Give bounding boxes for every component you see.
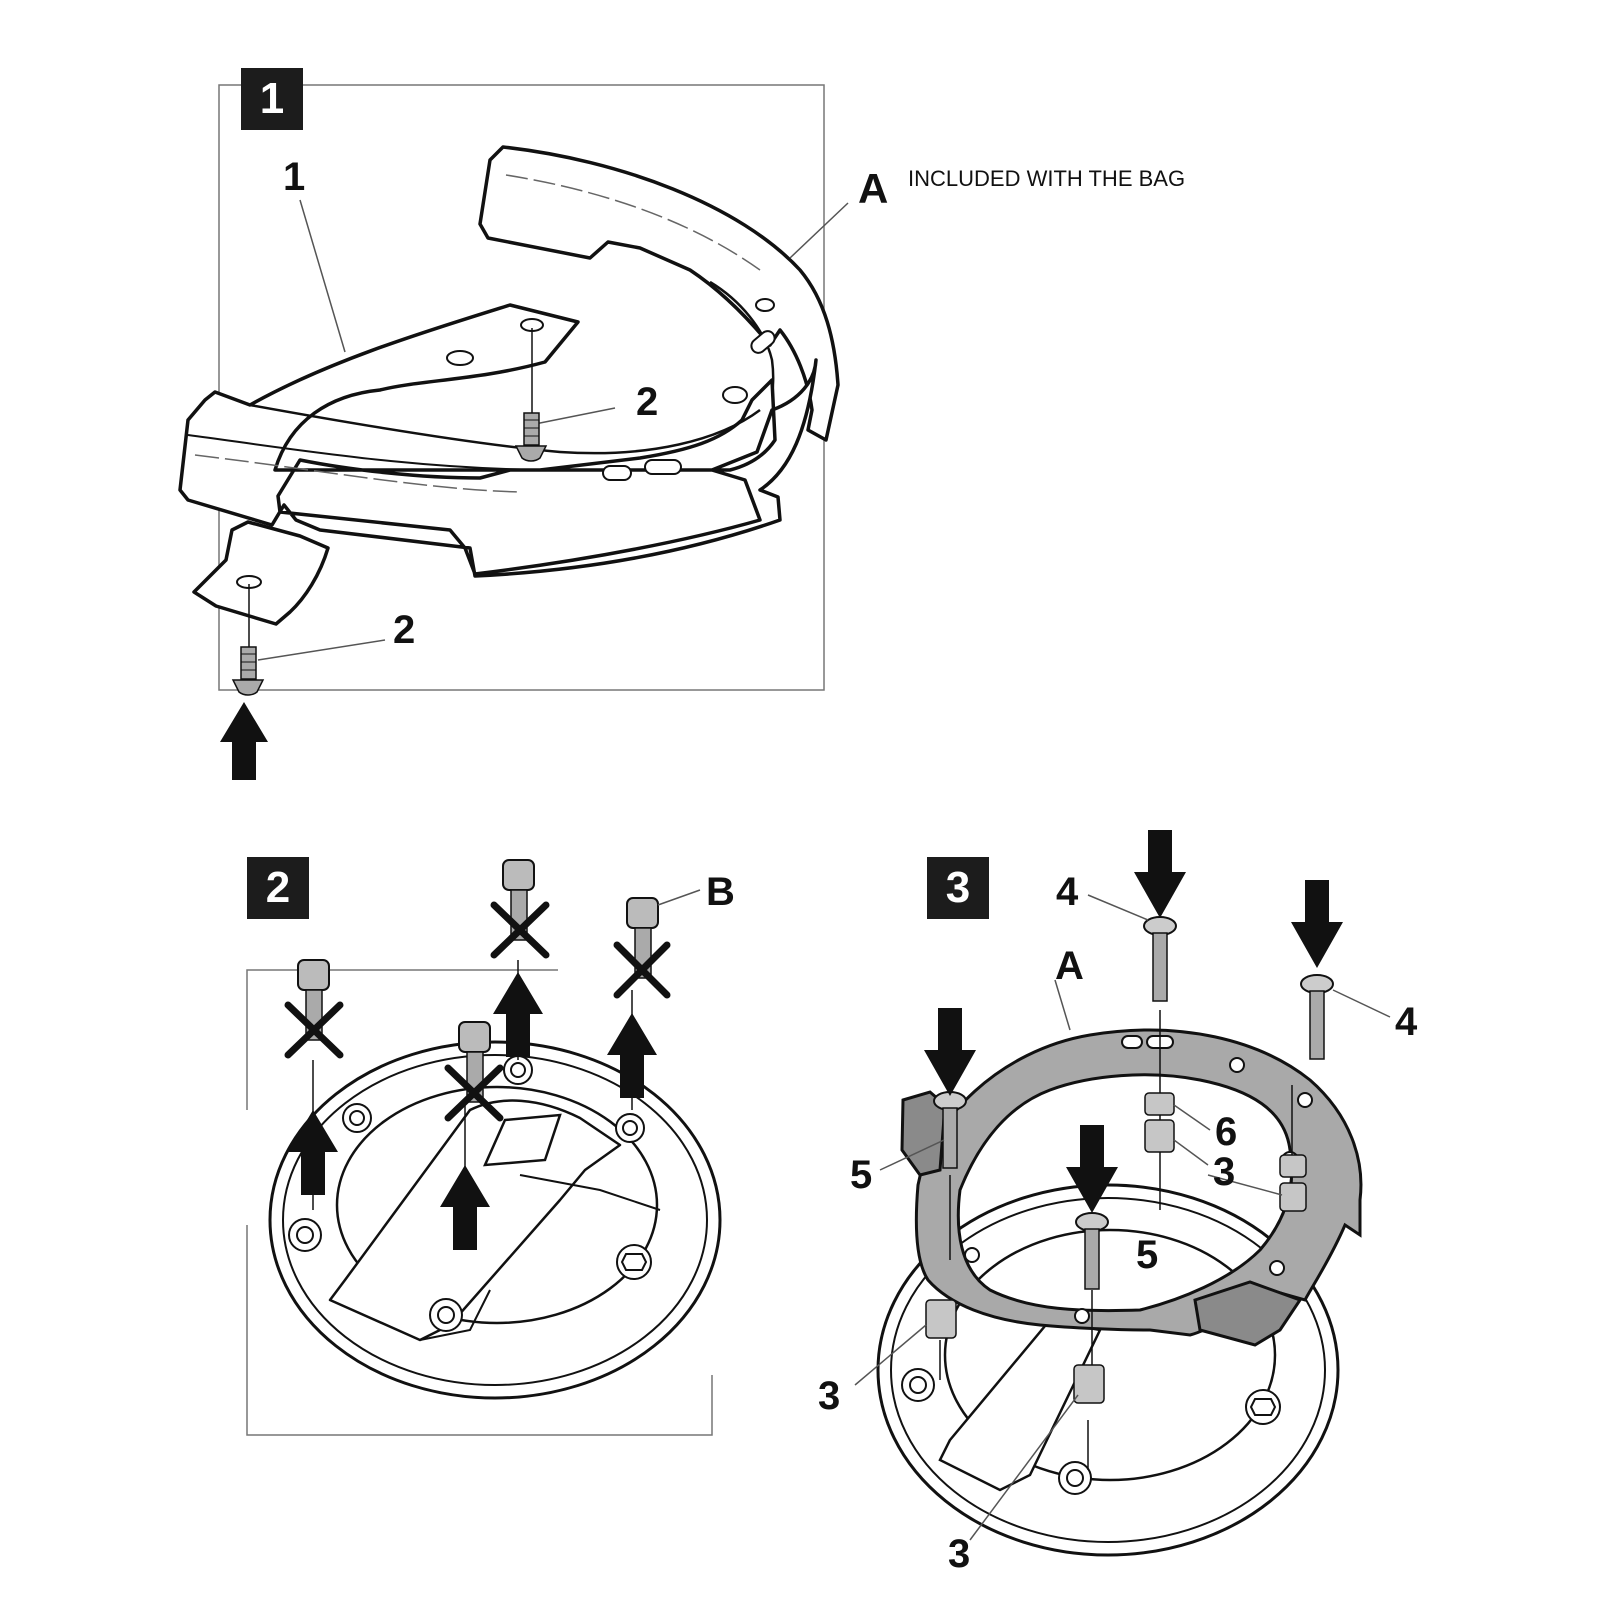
step3-callout-bolt-4-left: 4 — [1056, 870, 1079, 914]
step1-screw-top — [514, 412, 548, 462]
step1-callout-screw-bottom: 2 — [393, 608, 416, 652]
step3-callout-washer-6: 6 — [1215, 1110, 1238, 1154]
step3-callout-spacer-3-bottom: 3 — [948, 1532, 971, 1576]
step3-down-arrows — [924, 830, 1343, 1213]
step2-flange-outer — [268, 1040, 722, 1400]
step1-bracket-a — [178, 303, 818, 578]
step1-bracket-slots — [446, 298, 776, 481]
step2-hex-socket — [620, 1253, 648, 1271]
step1-ring-note: INCLUDED WITH THE BAG — [908, 166, 1186, 191]
step2-cap-tab — [483, 1113, 562, 1167]
step1-back-arm — [478, 145, 840, 442]
step3-screw-5-left — [933, 1091, 967, 1169]
step1-back-arm-groove — [505, 174, 761, 271]
step3-callout-bolt-4-right: 4 — [1395, 1000, 1418, 1044]
step-2-badge: 2 — [247, 857, 309, 919]
step1-callout-ring-a: A — [858, 165, 889, 212]
step3-hex-socket — [1249, 1398, 1277, 1416]
step1-leader-screw-top — [534, 407, 616, 425]
step1-callout-part-1: 1 — [283, 155, 306, 199]
step3-leaders — [854, 894, 1391, 1541]
step3-callout-spacer-3-right: 3 — [1213, 1150, 1236, 1194]
step-1-badge: 1 — [241, 68, 303, 130]
step-3-badge: 3 — [927, 857, 989, 919]
step2-frame — [246, 969, 713, 1436]
step1-front-foot — [192, 520, 330, 626]
step1-up-arrow — [220, 702, 268, 780]
step3-ring-block-right — [1193, 1280, 1303, 1347]
step3-screw-5-center — [1075, 1212, 1109, 1290]
step2-callout-bolt-b: B — [706, 870, 735, 914]
step3-flange-outer — [876, 1183, 1340, 1557]
step2-panel — [246, 859, 722, 1436]
step1-bracket-groove — [194, 454, 521, 493]
step2-x-marks — [284, 901, 671, 1122]
step1-leader-part1 — [299, 199, 346, 353]
step1-leader-a — [789, 202, 849, 259]
step3-callout-spacer-3-left: 3 — [818, 1374, 841, 1418]
step3-spacers — [925, 1092, 1307, 1404]
step2-leader-b — [657, 889, 701, 906]
step1-callout-screw-top: 2 — [636, 380, 659, 424]
step2-cap-edge — [519, 1174, 661, 1211]
step3-panel — [854, 830, 1391, 1557]
step3-bolt-4-left — [1143, 916, 1177, 1002]
step3-callout-ring-a: A — [1055, 944, 1084, 988]
step2-flange-inner — [335, 1085, 659, 1325]
step3-flange-inner — [943, 1228, 1277, 1482]
step2-cap-edge2 — [419, 1289, 491, 1341]
step1-bracket-top-line — [249, 403, 761, 455]
step1-bracket-face-line — [187, 434, 561, 471]
step2-flange-outer2 — [282, 1054, 708, 1386]
step2-up-arrows — [288, 972, 657, 1250]
step1-leader-screw-bottom — [257, 639, 386, 661]
step3-flange-outer2 — [890, 1197, 1326, 1543]
step3-bolt-4-right — [1300, 974, 1334, 1060]
step3-callout-screw-5-center: 5 — [1136, 1233, 1159, 1277]
step3-callout-screw-5-left: 5 — [850, 1153, 873, 1197]
step1-panel — [178, 84, 849, 780]
step1-screw-bottom — [231, 646, 265, 696]
